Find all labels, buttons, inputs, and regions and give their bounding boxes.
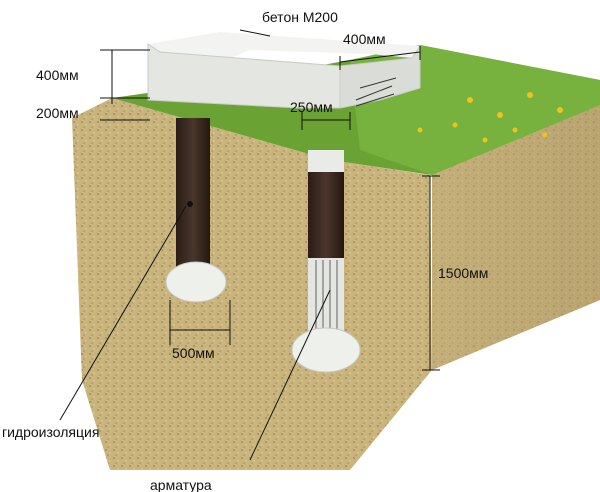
- label-rebar: арматура: [150, 477, 212, 492]
- pillar-left-base: [165, 261, 227, 303]
- pillar-left-waterproofing: [176, 118, 210, 280]
- beam-top: [148, 32, 420, 58]
- label-depth: 1500мм: [438, 265, 488, 281]
- label-beam-height: 400мм: [36, 67, 79, 83]
- flowers: [417, 92, 563, 143]
- label-base-width: 500мм: [172, 345, 215, 361]
- label-concrete: бетон М200: [262, 9, 338, 25]
- label-waterproofing: гидроизоляция: [2, 424, 99, 440]
- label-column-width: 250мм: [290, 99, 333, 115]
- label-beam-width: 400мм: [343, 31, 386, 47]
- pillar-right-column: [308, 150, 344, 176]
- beam-right-arm: [339, 44, 421, 109]
- pillar-right-waterproofing: [308, 172, 344, 260]
- beam-rebar-ends: [355, 77, 397, 107]
- dimension-lines: [59, 29, 440, 461]
- rebar-rods: [315, 260, 338, 336]
- label-above-ground: 200мм: [36, 105, 79, 121]
- pillar-right-base: [291, 327, 361, 373]
